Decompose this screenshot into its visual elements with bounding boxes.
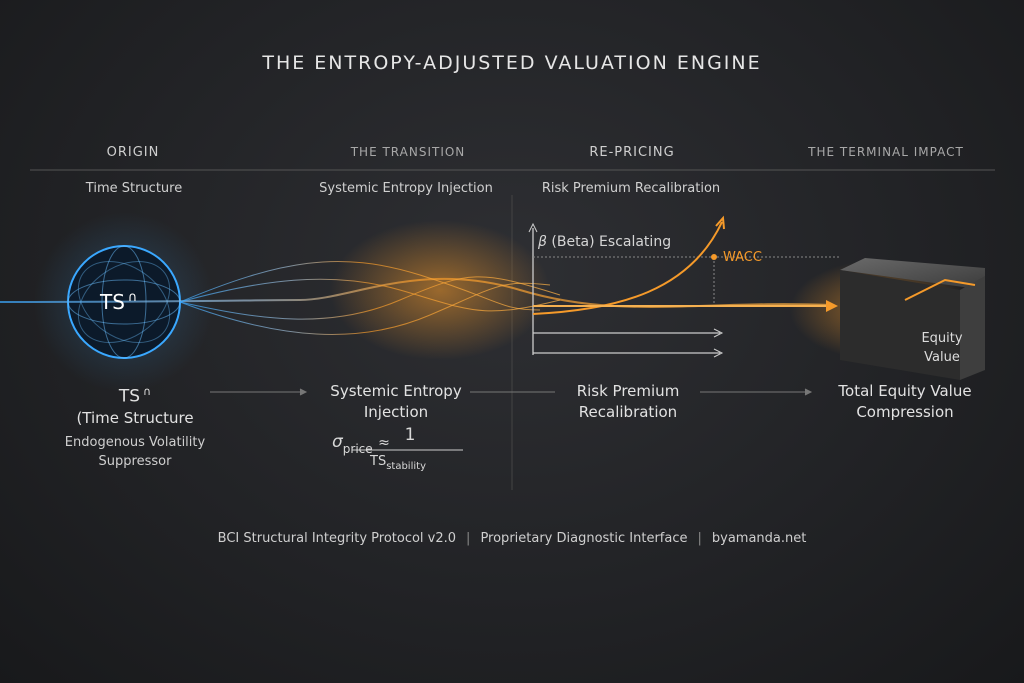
footer: BCI Structural Integrity Protocol v2.0|P… [217,531,807,546]
origin-desc-line2: Suppressor [98,454,172,469]
sigma-subscript: price [342,442,373,456]
origin-name-line2: (Time Structure [76,408,194,427]
orb-label: TS∩ [100,290,137,314]
stage-header-transition: THE TRANSITION [350,145,466,159]
terminal-line1: Total Equity Value [838,382,972,400]
beta-symbol: β [538,234,547,250]
page-title: THE ENTROPY-ADJUSTED VALUATION ENGINE [262,52,762,74]
stage-header-terminal: THE TERMINAL IMPACT [808,145,964,159]
footer-protocol: BCI Structural Integrity Protocol v2.0 [217,531,457,546]
sigma-symbol: σ [332,432,343,452]
transition-line1: Systemic Entropy [330,382,462,400]
orb-label-text: TS [100,290,125,314]
denominator-text: TS [370,454,387,469]
repricing-line2: Recalibration [578,403,678,421]
stage-subtitle-repricing: Risk Premium Recalibration [541,181,721,196]
formula-numerator: 1 [404,425,416,445]
terminal-line2: Compression [856,403,954,421]
stage-header-origin: ORIGIN [106,145,160,160]
denominator-subscript: stability [386,461,426,472]
repricing-line1: Risk Premium [576,382,680,400]
footer-interface: Proprietary Diagnostic Interface [480,531,688,546]
beta-label: β (Beta) Escalating [538,234,671,250]
transition-line2: Injection [363,403,429,421]
stage-subtitle-origin: Time Structure [85,181,183,196]
volatility-formula: σprice ≈ [332,432,390,456]
beta-label-text: (Beta) Escalating [551,234,672,250]
flow-arrows [210,388,813,396]
orb-label-sup: ∩ [127,290,138,306]
cube-label-line2: Value [924,350,960,365]
stage-header-repricing: RE-PRICING [589,145,675,160]
stage-subtitle-transition: Systemic Entropy Injection [319,181,493,196]
origin-name: TS [118,386,141,407]
origin-name-sup: ∩ [143,385,152,398]
origin-desc-line1: Endogenous Volatility [64,435,206,450]
footer-website-link[interactable]: byamanda.net [711,531,807,546]
approx-symbol: ≈ [378,435,390,451]
formula-denominator: TSstability [370,454,426,472]
origin-label: TS∩ (Time Structure [76,381,193,429]
beta-chart [528,215,840,358]
equity-value-cube [840,258,985,380]
wacc-label: WACC [723,250,762,265]
cube-label-line1: Equity [921,331,963,346]
